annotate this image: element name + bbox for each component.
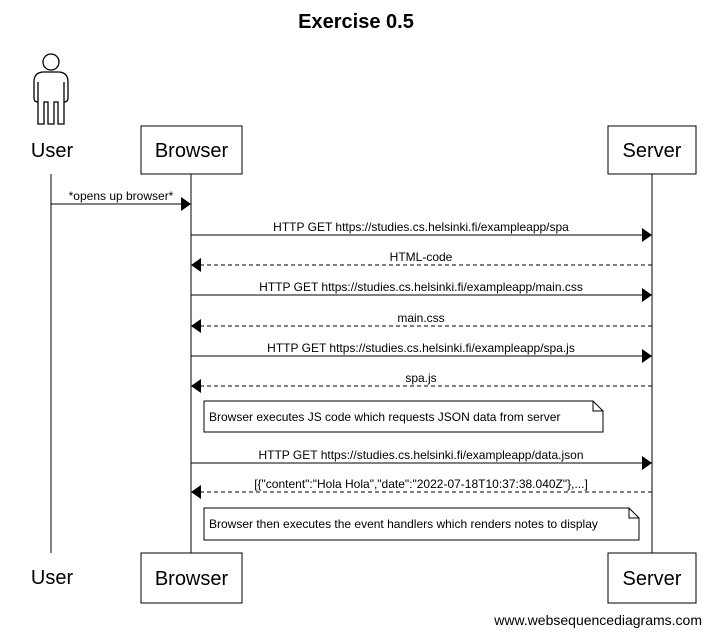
message-label: main.css [397, 311, 444, 325]
message-9: [{"content":"Hola Hola","date":"2022-07-… [191, 477, 652, 499]
message-7: spa.js [191, 371, 652, 393]
participant-server-box-bottom [607, 552, 697, 604]
message-label: *opens up browser* [69, 189, 174, 203]
message-1: *opens up browser* [51, 189, 191, 211]
message-label: spa.js [405, 371, 436, 385]
note-2: Browser then executes the event handlers… [203, 507, 640, 541]
participant-browser-label-bottom: Browser [155, 568, 229, 590]
message-label: HTTP GET https://studies.cs.helsinki.fi/… [267, 341, 575, 355]
message-label: HTTP GET https://studies.cs.helsinki.fi/… [273, 220, 569, 234]
participant-server-label-bottom: Server [623, 568, 682, 590]
participant-user-label: User [31, 140, 74, 162]
note-text: Browser executes JS code which requests … [209, 410, 560, 424]
message-4: HTTP GET https://studies.cs.helsinki.fi/… [191, 280, 652, 302]
participant-user-label-bottom: User [31, 567, 74, 589]
message-3: HTML-code [191, 250, 652, 272]
message-2: HTTP GET https://studies.cs.helsinki.fi/… [191, 220, 652, 242]
participant-browser-box-bottom [140, 552, 243, 604]
actor-icon [33, 53, 69, 125]
message-6: HTTP GET https://studies.cs.helsinki.fi/… [191, 341, 652, 363]
message-label: [{"content":"Hola Hola","date":"2022-07-… [254, 477, 588, 491]
message-label: HTTP GET https://studies.cs.helsinki.fi/… [259, 280, 583, 294]
participant-server-label: Server [623, 140, 682, 162]
participant-browser-label: Browser [155, 140, 229, 162]
participant-browser-box [140, 125, 243, 175]
message-label: HTML-code [390, 250, 453, 264]
message-label: HTTP GET https://studies.cs.helsinki.fi/… [258, 448, 583, 462]
watermark: www.websequencediagrams.com [494, 612, 702, 628]
note-text: Browser then executes the event handlers… [209, 517, 598, 531]
diagram-title: Exercise 0.5 [298, 11, 414, 33]
participant-server-box [607, 125, 697, 175]
message-8: HTTP GET https://studies.cs.helsinki.fi/… [191, 448, 652, 470]
message-5: main.css [191, 311, 652, 333]
note-1: Browser executes JS code which requests … [203, 400, 604, 433]
